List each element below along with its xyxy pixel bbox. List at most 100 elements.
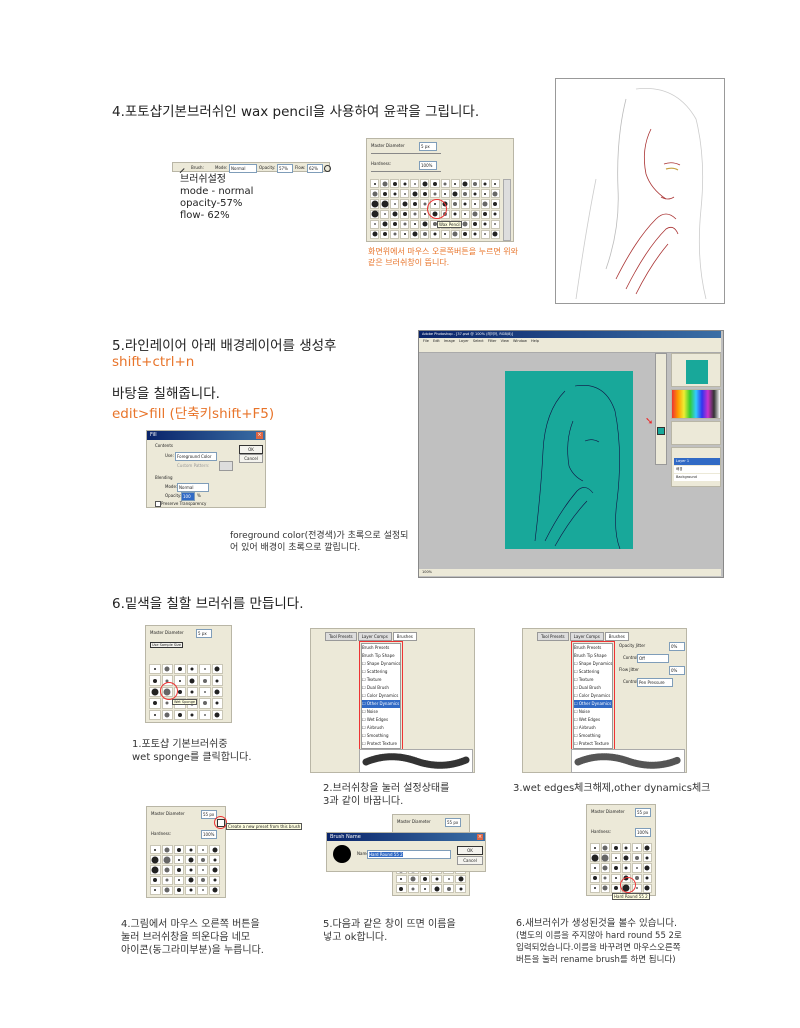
brush-preset-cell[interactable] [611, 843, 621, 853]
tab3-brushes[interactable]: Brushes [604, 632, 629, 641]
brush-option-item[interactable]: ☐ Scattering [574, 669, 600, 674]
brush-preset-cell[interactable] [197, 855, 209, 865]
brush-option-item[interactable]: ☐ Airbrush [362, 725, 384, 730]
brush-preset-cell[interactable] [211, 709, 223, 720]
opacity-input[interactable]: 57% [277, 164, 293, 173]
p5-master-input[interactable]: 55 px [445, 818, 461, 827]
menu-file[interactable]: File [423, 339, 429, 343]
tab-layer-comps[interactable]: Layer Comps [357, 632, 392, 641]
menu-edit[interactable]: Edit [432, 339, 440, 343]
brush-preset-cell[interactable] [400, 209, 410, 219]
brush-preset-cell[interactable] [199, 664, 211, 675]
brush-preset-cell[interactable] [642, 883, 652, 893]
brush-preset-cell[interactable] [161, 875, 173, 885]
layer-row-2[interactable]: 배경 [674, 466, 720, 473]
brush-preset-cell[interactable] [161, 845, 173, 855]
brush-preset-cell[interactable] [480, 219, 490, 229]
brush-option-item[interactable]: ☐ Airbrush [574, 725, 596, 730]
brush-preset-cell[interactable] [600, 873, 610, 883]
brush-preset-cell[interactable] [490, 229, 500, 239]
brush-option-item[interactable]: ☐ Scattering [362, 669, 388, 674]
p4-hardness-input[interactable]: 100% [201, 830, 217, 839]
brush-preset-cell[interactable] [199, 686, 211, 698]
tab-tool-presets[interactable]: Tool Presets [325, 632, 357, 641]
brush-preset-cell[interactable] [590, 843, 600, 853]
brush-preset-cell[interactable] [370, 219, 380, 229]
brush-preset-cell[interactable] [390, 229, 400, 239]
brush-preset-cell[interactable] [460, 199, 470, 209]
brush-option-item[interactable]: ☐ Dual Brush [362, 685, 389, 690]
brush-preset-cell[interactable] [380, 229, 390, 239]
brush-preset-cell[interactable] [480, 229, 490, 239]
menu-image[interactable]: Image [443, 339, 455, 343]
brush-preset-cell[interactable] [450, 179, 460, 189]
brush-preset-cell[interactable] [209, 875, 220, 885]
brush-preset-cell[interactable] [197, 865, 209, 875]
tab-brushes[interactable]: Brushes [392, 632, 417, 641]
brush-preset-cell[interactable] [440, 179, 450, 189]
brush-preset-cell[interactable] [590, 853, 600, 863]
brush-preset-cell[interactable] [600, 853, 610, 863]
brush-preset-cell[interactable] [611, 873, 621, 883]
brush-preset-cell[interactable] [380, 179, 390, 189]
brush-preset-cell[interactable] [460, 229, 470, 239]
brush-preset-cell[interactable] [450, 229, 460, 239]
brush-preset-cell[interactable] [370, 199, 380, 209]
hardness-input[interactable]: 100% [419, 161, 437, 170]
brush-option-item[interactable]: ☐ Shape Dynamics [362, 661, 401, 666]
brush-option-item[interactable]: ☐ Smoothing [574, 733, 601, 738]
fill-close-icon[interactable]: × [256, 432, 263, 439]
brush-preset-cell[interactable] [410, 209, 420, 219]
brush-preset-cell[interactable] [470, 189, 480, 199]
brush-preset-cell[interactable] [199, 698, 211, 709]
brush-option-item[interactable]: ☐ Noise [362, 709, 378, 714]
brush-preset-cell[interactable] [149, 709, 161, 720]
brush-preset-cell[interactable] [440, 189, 450, 199]
brush-preset-cell[interactable] [420, 229, 430, 239]
p1-sample-button[interactable]: Use Sample Size [150, 642, 184, 648]
brush-preset-cell[interactable] [440, 229, 450, 239]
airbrush-icon[interactable] [324, 165, 331, 172]
panel-scrollbar[interactable] [503, 179, 511, 241]
brush-preset-cell[interactable] [197, 875, 209, 885]
brush-preset-cell[interactable] [410, 179, 420, 189]
navigator-thumb[interactable] [686, 360, 708, 384]
p6-master-input[interactable]: 55 px [635, 808, 651, 817]
brush-preset-cell[interactable] [460, 189, 470, 199]
brush-preset-cell[interactable] [480, 179, 490, 189]
brush-preset-cell[interactable] [407, 874, 419, 884]
brush-preset-cell[interactable] [173, 885, 185, 895]
brush-preset-cell[interactable] [161, 885, 173, 895]
brush-preset-cell[interactable] [420, 179, 430, 189]
ok-button-fill[interactable]: OK [239, 445, 263, 454]
brush-preset-cell[interactable] [490, 209, 500, 219]
brush-preset-cell[interactable] [185, 885, 197, 895]
brush-preset-cell[interactable] [431, 884, 443, 893]
brush-option-item[interactable]: Brush Presets [362, 645, 390, 650]
brush-option-item[interactable]: ☐ Protect Texture [574, 741, 609, 746]
cancel-button-fill[interactable]: Cancel [239, 454, 263, 463]
brush-option-item[interactable]: ☐ Protect Texture [362, 741, 397, 746]
menu-layer[interactable]: Layer [458, 339, 469, 343]
brush-preset-cell[interactable] [400, 219, 410, 229]
brush-preset-cell[interactable] [450, 209, 460, 219]
brush-preset-cell[interactable] [600, 883, 610, 893]
brush-preset-cell[interactable] [470, 179, 480, 189]
brush-preset-cell[interactable] [380, 199, 390, 209]
menu-window[interactable]: Window [513, 339, 527, 343]
brush-preset-cell[interactable] [390, 189, 400, 199]
brush-preset-cell[interactable] [185, 865, 197, 875]
brush-preset-cell[interactable] [470, 199, 480, 209]
brush-preset-cell[interactable] [642, 863, 652, 873]
brush-preset-cell[interactable] [370, 189, 380, 199]
brush-option-item[interactable]: ☐ Other Dynamics [362, 700, 400, 708]
brush-preset-cell[interactable] [174, 664, 186, 675]
tab3-tool-presets[interactable]: Tool Presets [537, 632, 569, 641]
fill-opacity-input[interactable]: 100 [181, 492, 195, 501]
brush-option-item[interactable]: Brush Tip Shape [574, 653, 607, 658]
brush-preset-cell[interactable] [400, 199, 410, 209]
brush-preset-cell[interactable] [400, 179, 410, 189]
brush-preset-cell[interactable] [390, 219, 400, 229]
brush-option-item[interactable]: ☐ Texture [362, 677, 382, 682]
mode-select[interactable]: Normal [229, 164, 257, 173]
